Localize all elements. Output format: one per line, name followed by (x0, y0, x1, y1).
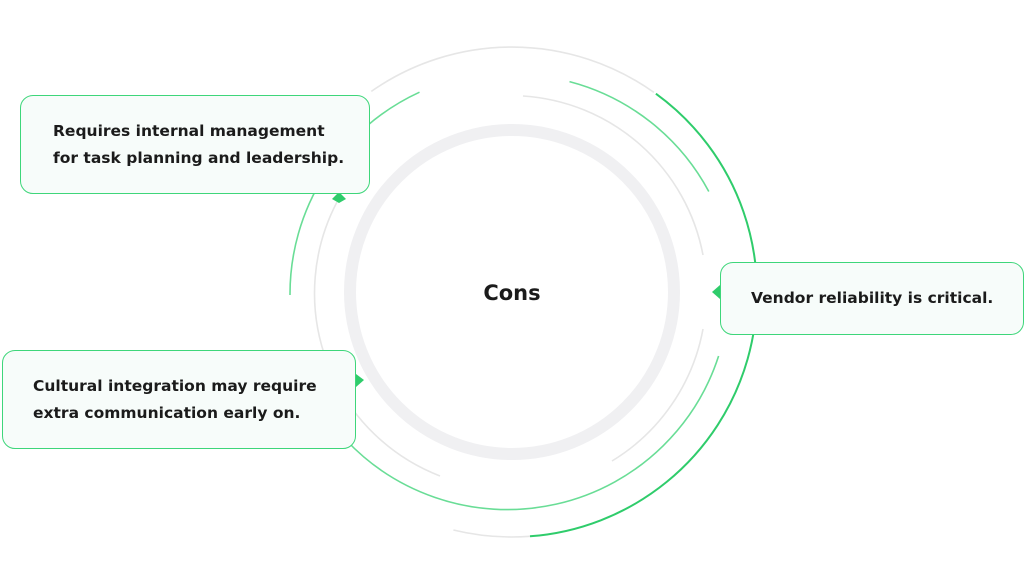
inner-ring (344, 124, 680, 460)
inner-thin-ring-gray-arc-right (522, 95, 704, 256)
pointer-culture (356, 374, 364, 387)
callout-culture-text: Cultural integration may require extra c… (33, 373, 317, 427)
callout-line: extra communication early on. (33, 403, 301, 422)
mid-ring-green-arc-right (569, 80, 710, 192)
outer-ring-green-arc (529, 92, 758, 538)
inner-thin-ring-gray-arc-bottom (611, 328, 704, 462)
callout-line: for task planning and leadership. (53, 148, 345, 167)
pointer-mgmt (332, 192, 346, 203)
outer-ring-gray-arc (370, 46, 655, 94)
center-title: Cons (483, 281, 541, 305)
callout-line: Requires internal management (53, 121, 325, 140)
callout-management-text: Requires internal management for task pl… (53, 118, 344, 172)
mid-ring-green-arc-bottom (345, 355, 720, 511)
callout-culture: Cultural integration may require extra c… (2, 350, 356, 449)
outer-ring-gray-arc-bottom (453, 529, 531, 538)
callout-management: Requires internal management for task pl… (20, 95, 370, 194)
callout-line: Cultural integration may require (33, 376, 317, 395)
callout-line: Vendor reliability is critical. (751, 289, 994, 307)
pointer-vendor (712, 285, 720, 299)
callout-vendor-text: Vendor reliability is critical. (751, 285, 993, 312)
callout-vendor: Vendor reliability is critical. (720, 262, 1024, 335)
